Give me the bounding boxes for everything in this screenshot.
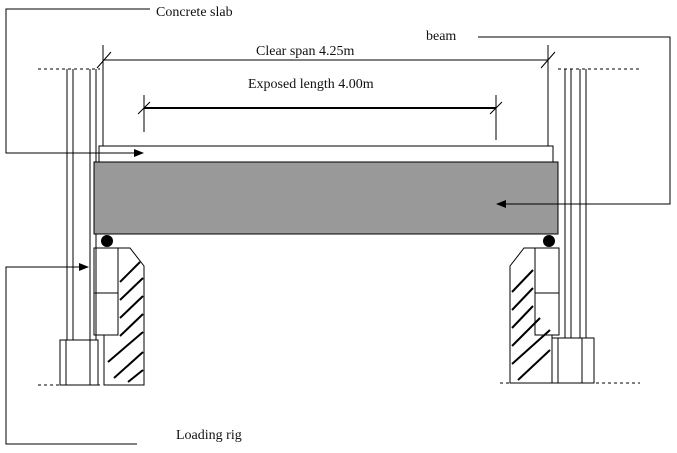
- loading-rig-label: Loading rig: [176, 428, 242, 443]
- clear-span-dimension: [96, 45, 556, 146]
- clear-span-label: Clear span 4.25m: [256, 44, 354, 59]
- left-roller-support: [101, 235, 113, 247]
- left-column: [59, 69, 99, 386]
- loading-rig-leader: [5, 263, 137, 445]
- right-roller-support: [543, 235, 555, 247]
- beam: [93, 161, 559, 235]
- beam-label: beam: [426, 29, 456, 44]
- left-support-block: [93, 247, 145, 386]
- concrete-slab-label: Concrete slab: [156, 5, 233, 20]
- concrete-slab: [98, 145, 554, 163]
- concrete-slab-leader: [5, 8, 150, 157]
- exposed-length-label: Exposed length 4.00m: [248, 77, 374, 92]
- right-support-block: [509, 247, 560, 384]
- exposed-length-dimension: [137, 95, 503, 140]
- beam-leader: [478, 36, 671, 208]
